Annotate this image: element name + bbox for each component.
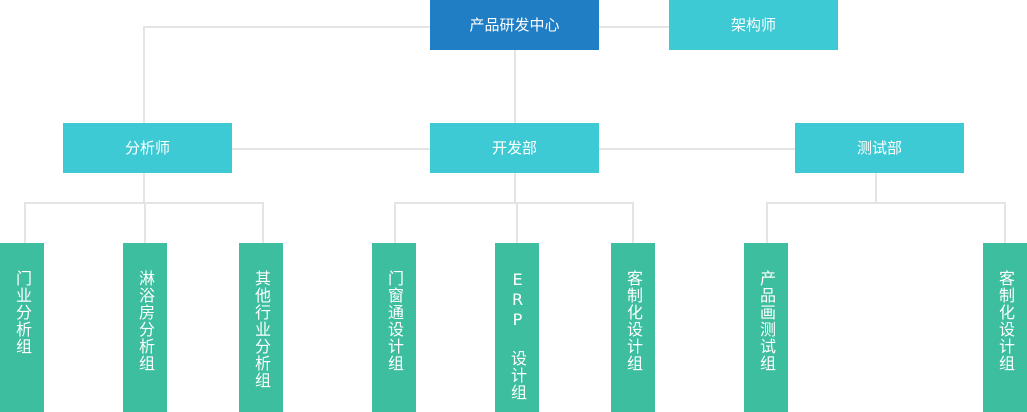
department-label: 分析师 — [124, 138, 170, 157]
connector-dev-groups — [394, 173, 634, 243]
group-label: 其他行业分析组 — [252, 270, 271, 389]
group-label: 客制化设计组 — [624, 270, 643, 372]
department-node-dev: 开发部 — [430, 123, 599, 173]
group-node: 淋浴房分析组 — [123, 243, 167, 412]
architect-node: 架构师 — [669, 0, 838, 50]
group-node: 客制化设计组 — [611, 243, 655, 412]
root-node: 产品研发中心 — [430, 0, 599, 50]
group-label: 门业分析组 — [13, 270, 32, 355]
group-label: 客制化设计组 — [996, 270, 1015, 372]
group-node: 客制化设计组 — [983, 243, 1027, 412]
group-node: ERP 设计组 — [495, 243, 539, 412]
group-label: ERP 设计组 — [508, 270, 527, 401]
department-node-test: 测试部 — [795, 123, 964, 173]
department-label: 测试部 — [856, 138, 902, 157]
group-label: 淋浴房分析组 — [136, 270, 155, 372]
connector-root-analyst — [143, 26, 430, 123]
department-node-analyst: 分析师 — [63, 123, 232, 173]
group-node: 产品画测试组 — [744, 243, 788, 412]
connector-test-groups — [766, 173, 1006, 243]
root-node-label: 产品研发中心 — [469, 15, 560, 34]
architect-node-label: 架构师 — [730, 15, 776, 34]
group-node: 其他行业分析组 — [239, 243, 283, 412]
group-node: 门窗通设计组 — [372, 243, 416, 412]
group-node: 门业分析组 — [0, 243, 44, 412]
connector-analyst-groups — [24, 173, 264, 243]
group-label: 产品画测试组 — [757, 270, 776, 372]
department-label: 开发部 — [491, 138, 537, 157]
group-label: 门窗通设计组 — [385, 270, 404, 372]
